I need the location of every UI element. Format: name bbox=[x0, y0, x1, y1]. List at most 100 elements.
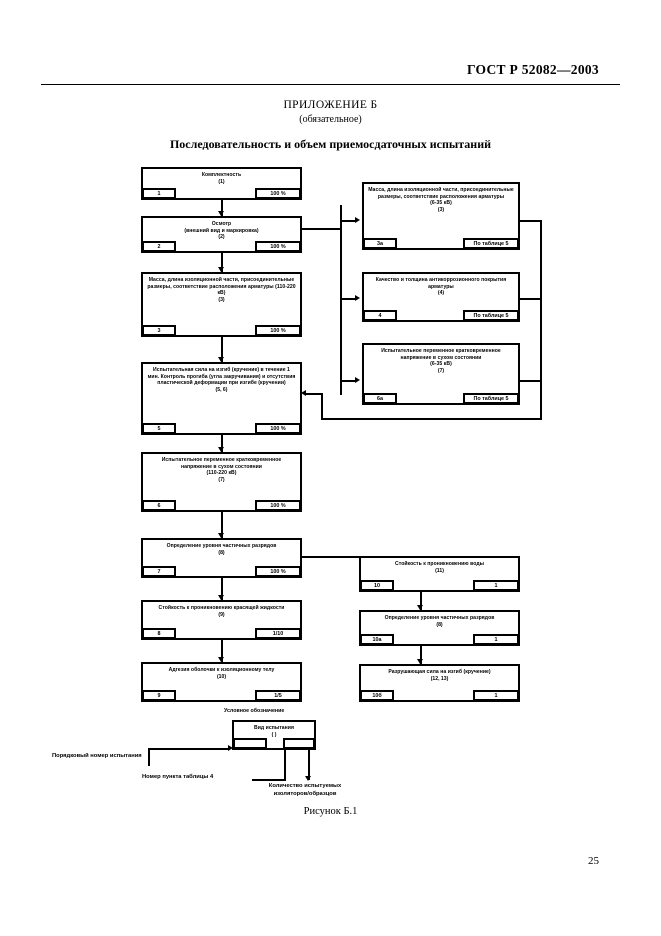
node-8[interactable]: Стойкость к проникновению красящей жидко… bbox=[141, 600, 302, 640]
appendix-title: ПРИЛОЖЕНИЕ Б bbox=[283, 99, 378, 111]
node-10[interactable]: Стойкость к проникновению воды (11) 10 1 bbox=[359, 556, 520, 592]
arrowhead-6-7 bbox=[217, 533, 224, 538]
node-9-ref: (10) bbox=[216, 673, 227, 680]
node-10a-number: 10а bbox=[360, 634, 394, 645]
arrowhead-3-5 bbox=[217, 357, 224, 362]
node-5-qty: 100 % bbox=[255, 423, 301, 434]
legend-leader-left-h bbox=[148, 748, 230, 750]
legend-box-title: Вид испытания bbox=[253, 725, 294, 731]
arrowhead-bus-3a bbox=[355, 216, 360, 223]
node-3a-title: Масса, длина изоляционной части, присоед… bbox=[368, 187, 514, 207]
node-7-title: Определение уровня частичных разрядов bbox=[166, 543, 277, 549]
connector-bus-3a bbox=[340, 220, 357, 222]
connector-return-up bbox=[321, 393, 323, 420]
connector-8-9 bbox=[221, 640, 223, 662]
arrowhead-bus-4 bbox=[355, 294, 360, 301]
appendix-subtitle: (обязательное) bbox=[299, 114, 362, 125]
connector-6-7 bbox=[221, 512, 223, 538]
connector-3-5 bbox=[221, 336, 223, 362]
connector-2-right bbox=[302, 228, 342, 230]
node-5-number: 5 bbox=[142, 423, 176, 434]
legend-arrow-right bbox=[304, 776, 311, 781]
node-5-title: Испытательная сила на изгиб (кручение) в… bbox=[147, 367, 296, 387]
node-3[interactable]: Масса, длина изоляционной части, присоед… bbox=[141, 272, 302, 337]
node-7-number: 7 bbox=[142, 566, 176, 577]
node-10a-ref: (8) bbox=[436, 621, 443, 628]
node-4-ref: (4) bbox=[437, 290, 445, 297]
node-3a[interactable]: Масса, длина изоляционной части, присоед… bbox=[362, 182, 520, 250]
standard-designation: ГОСТ Р 52082—2003 bbox=[466, 62, 599, 77]
node-8-title: Стойкость к проникновению красящей жидко… bbox=[158, 605, 285, 611]
node-6a-qty: По таблице 5 bbox=[463, 393, 519, 404]
node-2-number: 2 bbox=[142, 241, 176, 252]
legend-leader-mid-h bbox=[252, 779, 286, 781]
node-1-ref: (1) bbox=[218, 178, 225, 185]
node-10b-ref: (12, 13) bbox=[430, 675, 449, 682]
node-9[interactable]: Адгезия оболочки к изоляционному телу (1… bbox=[141, 662, 302, 702]
node-6a-title: Испытательное переменное кратковременное… bbox=[381, 348, 501, 368]
connector-return-bottom bbox=[321, 418, 542, 420]
node-4-title: Качество и толщина антикоррозионного пок… bbox=[375, 277, 507, 290]
connector-6a-return bbox=[520, 380, 542, 382]
arrowhead-8-9 bbox=[217, 657, 224, 662]
node-3-number: 3 bbox=[142, 325, 176, 336]
connector-right-bus bbox=[340, 205, 342, 395]
node-3a-ref: (3) bbox=[437, 206, 445, 213]
connector-5-6 bbox=[221, 434, 223, 452]
header-rule bbox=[41, 84, 620, 85]
node-10b[interactable]: Разрушающая сила на изгиб (кручение) (12… bbox=[359, 664, 520, 702]
arrowhead-2-3 bbox=[217, 267, 224, 272]
connector-10a-10b bbox=[420, 646, 422, 664]
node-1-qty: 100 % bbox=[255, 188, 301, 199]
legend-leader-mid-v bbox=[284, 744, 286, 781]
legend-box-ref: ( ) bbox=[271, 731, 277, 738]
arrowhead-10a-10b bbox=[416, 659, 423, 664]
connector-return-bus bbox=[540, 220, 542, 420]
node-9-number: 9 bbox=[142, 690, 176, 701]
node-9-title: Адгезия оболочки к изоляционному телу bbox=[168, 667, 275, 673]
node-10-number: 10 bbox=[360, 580, 394, 591]
node-6-number: 6 bbox=[142, 500, 176, 511]
node-5[interactable]: Испытательная сила на изгиб (кручение) в… bbox=[141, 362, 302, 435]
connector-bus-4 bbox=[340, 298, 357, 300]
legend-caption: Условное обозначение bbox=[224, 708, 285, 714]
connector-7-8 bbox=[221, 578, 223, 600]
node-6[interactable]: Испытательное переменное кратковременное… bbox=[141, 452, 302, 512]
connector-bus-6a bbox=[340, 380, 357, 382]
node-4-number: 4 bbox=[363, 310, 397, 321]
arrowhead-5-6 bbox=[217, 447, 224, 452]
legend-box-number-cell bbox=[233, 738, 267, 749]
legend-arrow-left bbox=[228, 744, 233, 751]
node-5-ref: (5, 6) bbox=[215, 386, 228, 393]
node-10b-title: Разрушающая сила на изгиб (кручение) bbox=[388, 669, 491, 675]
node-4-qty: По таблице 5 bbox=[463, 310, 519, 321]
legend-box-qty-cell bbox=[283, 738, 315, 749]
node-10a-qty: 1 bbox=[473, 634, 519, 645]
node-3-qty: 100 % bbox=[255, 325, 301, 336]
node-10a[interactable]: Определение уровня частичных разрядов (8… bbox=[359, 610, 520, 646]
node-4[interactable]: Качество и толщина антикоррозионного пок… bbox=[362, 272, 520, 322]
arrowhead-7-8 bbox=[217, 595, 224, 600]
node-10-qty: 1 bbox=[473, 580, 519, 591]
node-2[interactable]: Осмотр (внешний вид и маркировка) (2) 2 … bbox=[141, 216, 302, 253]
node-8-number: 8 bbox=[142, 628, 176, 639]
node-10b-qty: 1 bbox=[473, 690, 519, 701]
node-6a-ref: (7) bbox=[437, 367, 445, 374]
node-1[interactable]: Комплектность (1) 1 100 % bbox=[141, 167, 302, 200]
arrowhead-bus-6a bbox=[355, 376, 360, 383]
node-9-qty: 1/5 bbox=[255, 690, 301, 701]
node-6a-number: 6а bbox=[363, 393, 397, 404]
legend-sample-node: Вид испытания ( ) bbox=[232, 720, 316, 750]
node-3a-number: 3а bbox=[363, 238, 397, 249]
legend-leader-right-v bbox=[308, 748, 310, 780]
connector-10-10a bbox=[420, 592, 422, 610]
node-3a-qty: По таблице 5 bbox=[463, 238, 519, 249]
node-2-ref: (2) bbox=[218, 234, 225, 241]
page-title: Последовательность и объем приемосдаточн… bbox=[169, 137, 492, 151]
node-7[interactable]: Определение уровня частичных разрядов (8… bbox=[141, 538, 302, 578]
node-6-qty: 100 % bbox=[255, 500, 301, 511]
node-6a[interactable]: Испытательное переменное кратковременное… bbox=[362, 343, 520, 405]
node-7-qty: 100 % bbox=[255, 566, 301, 577]
node-8-qty: 1/10 bbox=[255, 628, 301, 639]
